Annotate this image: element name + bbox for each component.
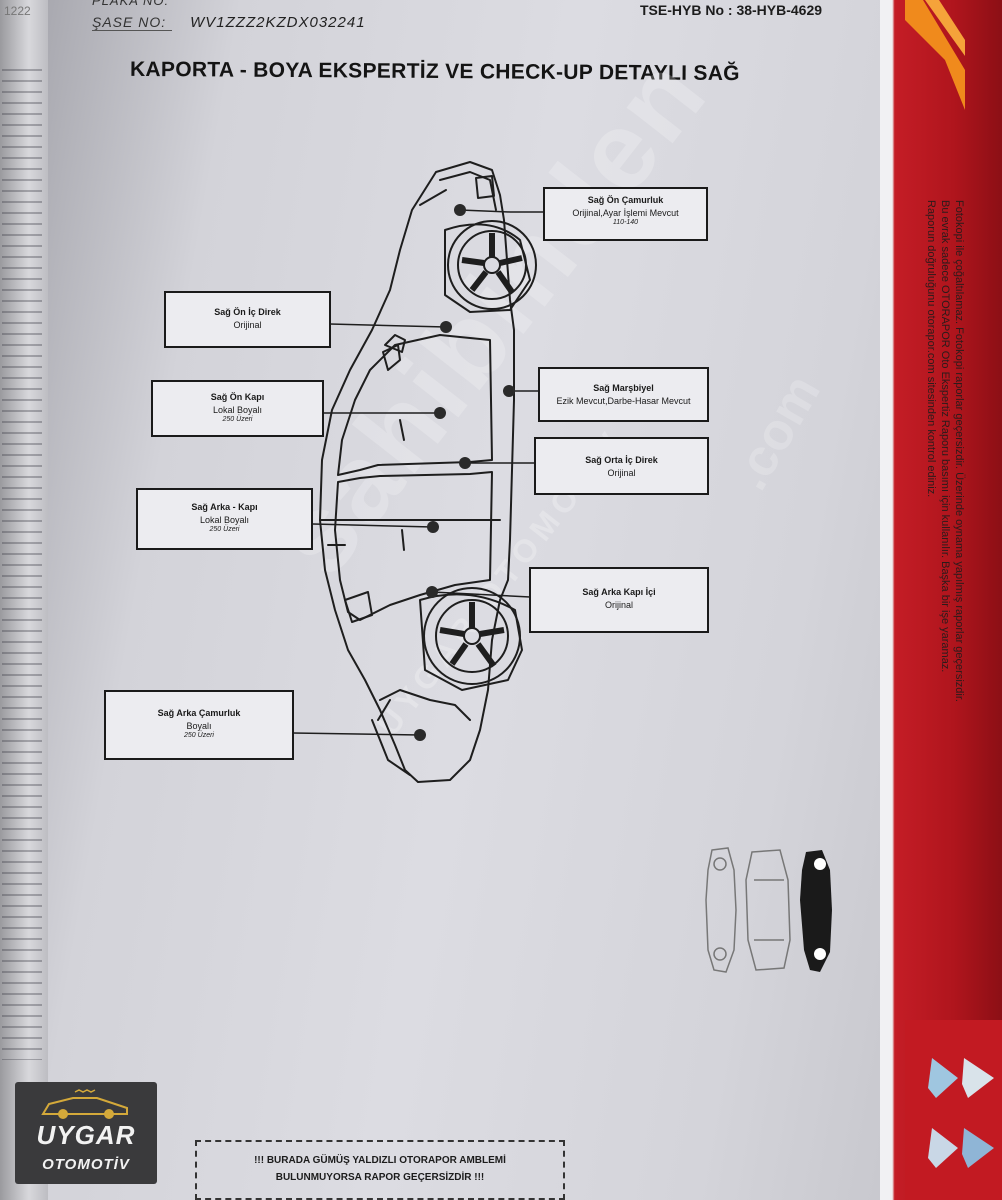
marker-on-ic-direk <box>440 321 452 333</box>
logo-text-otomotiv: OTOMOTİV <box>42 1156 130 1173</box>
marker-arka-kapi <box>427 521 439 533</box>
small-car-top-view <box>745 849 791 971</box>
label-status: Boyalı <box>186 721 212 731</box>
small-car-left-view <box>705 847 737 973</box>
corner-number: 1222 <box>4 4 31 18</box>
front-wheel <box>447 220 537 310</box>
rear-wheel <box>423 587 521 685</box>
marker-on-kapi <box>434 407 446 419</box>
red-corner-block <box>905 1020 1002 1200</box>
label-sag-on-ic-direk: Sağ Ön İç Direk Orijinal <box>164 291 331 348</box>
label-sag-arka-kapi-ici: Sağ Arka Kapı İçi Orijinal <box>529 567 709 633</box>
logo-car-icon <box>41 1089 128 1119</box>
front-window <box>337 334 493 476</box>
marker-marsbiyel <box>503 385 515 397</box>
tse-number: TSE-HYB No : 38-HYB-4629 <box>640 2 823 18</box>
hologram-emblem <box>928 1058 994 1168</box>
chassis-value: WV1ZZZ2KZDX032241 <box>190 14 366 31</box>
left-page-edge <box>0 0 48 1200</box>
label-title: Sağ Orta İç Direk <box>585 455 658 465</box>
label-note: 110-140 <box>612 219 639 226</box>
red-page-edge <box>880 0 1002 1200</box>
label-status: Ezik Mevcut,Darbe-Hasar Mevcut <box>556 396 691 406</box>
footer-line-2: BULUNMUYORSA RAPOR GEÇERSİZDİR !!! <box>275 1172 485 1183</box>
label-title: Sağ Arka - Kapı <box>191 502 258 512</box>
label-sag-arka-camurluk: Sağ Arka Çamurluk Boyalı 250 Üzeri <box>104 690 294 760</box>
label-title: Sağ Arka Kapı İçi <box>582 587 656 597</box>
logo-text-uygar: UYGAR <box>36 1120 136 1150</box>
label-sag-on-camurluk: Sağ Ön Çamurluk Orijinal,Ayar İşlemi Mev… <box>543 187 708 241</box>
label-title: Sağ Marşbiyel <box>593 383 654 393</box>
label-status: Orijinal <box>233 320 262 330</box>
orange-stripe-decoration <box>905 0 965 110</box>
label-status: Orijinal,Ayar İşlemi Mevcut <box>572 208 679 218</box>
label-note: 250 Üzeri <box>222 416 253 423</box>
label-status: Lokal Boyalı <box>199 515 250 525</box>
label-sag-orta-ic-direk: Sağ Orta İç Direk Orijinal <box>534 437 709 495</box>
marker-on-camurluk <box>454 204 466 216</box>
chassis-label: ŞASE NO: <box>92 14 173 31</box>
label-note: 250 Üzeri <box>209 526 240 533</box>
plate-label: PLAKA NO: <box>92 0 170 8</box>
label-title: Sağ Ön Çamurluk <box>587 195 664 205</box>
footer-line-1: !!! BURADA GÜMÜŞ YALDIZLI OTORAPOR AMBLE… <box>254 1155 506 1166</box>
small-car-views <box>705 847 832 973</box>
car-body-outline <box>319 161 515 783</box>
label-title: Sağ Ön Kapı <box>210 392 265 402</box>
label-sag-on-kapi: Sağ Ön Kapı Lokal Boyalı 250 Üzeri <box>151 380 324 437</box>
label-note: 250 Üzeri <box>184 732 214 739</box>
label-status: Orijinal <box>604 600 633 610</box>
footer-warning-box: !!! BURADA GÜMÜŞ YALDIZLI OTORAPOR AMBLE… <box>195 1140 565 1200</box>
rear-window <box>334 471 493 621</box>
uygar-otomotiv-logo: UYGAR OTOMOTİV <box>15 1082 157 1184</box>
marker-arka-kapi-ici <box>426 586 438 598</box>
label-title: Sağ Ön İç Direk <box>214 307 281 317</box>
plate-row: PLAKA NO: <box>92 0 169 10</box>
chassis-row: ŞASE NO: WV1ZZZ2KZDX032241 <box>92 14 366 31</box>
label-status: Lokal Boyalı <box>212 405 263 415</box>
label-status: Orijinal <box>607 468 636 478</box>
label-sag-marsbiyel: Sağ Marşbiyel Ezik Mevcut,Darbe-Hasar Me… <box>538 367 709 422</box>
small-car-right-view <box>800 850 832 972</box>
marker-orta-ic-direk <box>459 457 471 469</box>
marker-arka-camurluk <box>414 729 426 741</box>
label-sag-arka-kapi: Sağ Arka - Kapı Lokal Boyalı 250 Üzeri <box>136 488 313 550</box>
label-title: Sağ Arka Çamurluk <box>157 708 241 718</box>
